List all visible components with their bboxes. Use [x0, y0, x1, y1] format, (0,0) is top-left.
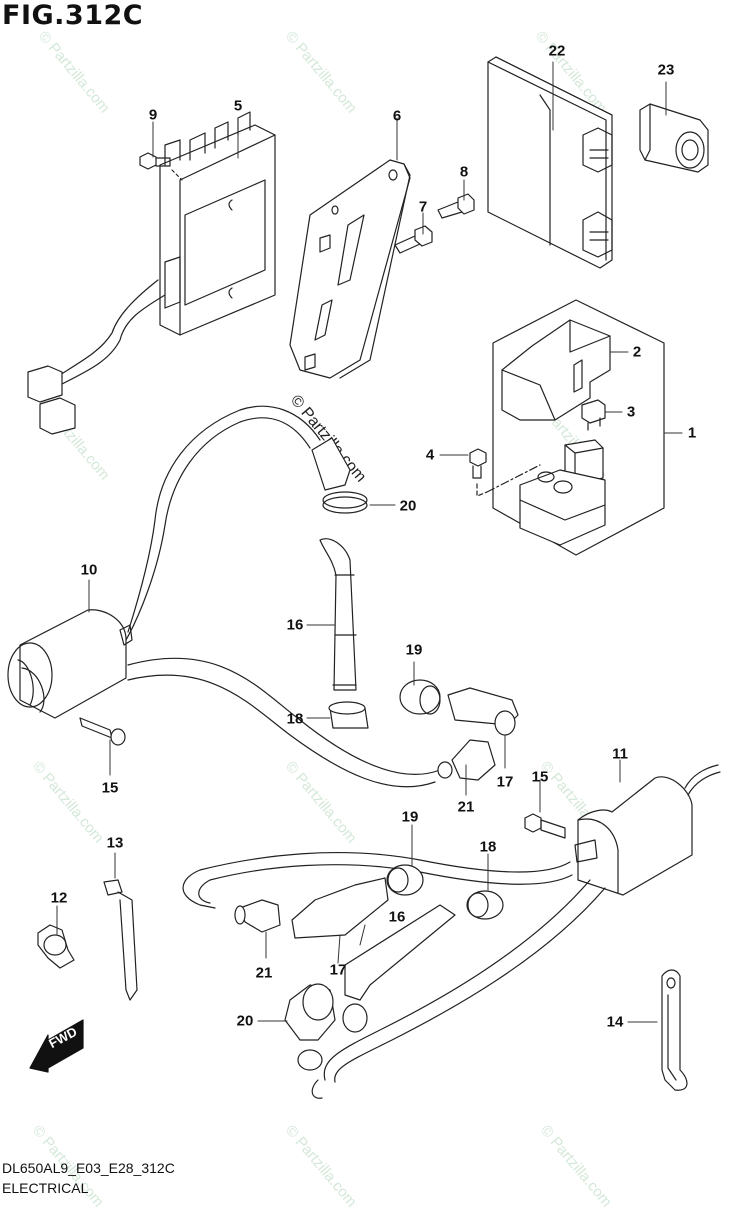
callout-15-right[interactable]: 15	[531, 768, 549, 786]
section-name: ELECTRICAL	[2, 1180, 89, 1196]
high-tension-cord-2	[127, 657, 441, 775]
callout-19-bottom[interactable]: 19	[401, 808, 419, 826]
cable-tie-part-13[interactable]	[103, 879, 138, 1001]
high-tension-cord-4	[323, 879, 591, 1081]
callout-23[interactable]: 23	[657, 61, 675, 79]
callout-21-top[interactable]: 21	[457, 798, 475, 816]
seal-part-18-top[interactable]	[328, 701, 369, 729]
relay-assembly-frame-part-1[interactable]	[492, 299, 665, 556]
callout-16-top[interactable]: 16	[286, 616, 304, 634]
callout-17-bottom[interactable]: 17	[329, 961, 347, 979]
seal-part-18-bottom[interactable]	[466, 890, 504, 920]
ignition-coil-part-11[interactable]	[574, 764, 721, 896]
figure-title: FIG.312C	[2, 0, 144, 31]
plug-cap-part-16-bottom[interactable]	[342, 904, 456, 1033]
callout-13[interactable]: 13	[106, 834, 124, 852]
ecm-unit-part-22[interactable]	[487, 56, 613, 269]
callout-6[interactable]: 6	[392, 107, 402, 125]
boot-part-17-top[interactable]	[447, 687, 519, 736]
ignition-coil-part-10[interactable]	[7, 609, 133, 719]
callout-2[interactable]: 2	[632, 343, 642, 361]
plug-cap-part-20-top[interactable]	[311, 437, 368, 514]
bolt-part-15-right[interactable]	[524, 813, 566, 839]
seal-part-19-bottom[interactable]	[386, 864, 424, 896]
high-tension-cord-1	[127, 405, 321, 633]
boot-part-17-bottom[interactable]	[291, 877, 389, 939]
callout-20-bottom[interactable]: 20	[236, 1012, 254, 1030]
callout-16-bottom[interactable]: 16	[388, 908, 406, 926]
callout-10[interactable]: 10	[80, 561, 98, 579]
callout-20-top[interactable]: 20	[399, 497, 417, 515]
callout-11[interactable]: 11	[612, 745, 628, 763]
callout-17-top[interactable]: 17	[496, 773, 514, 791]
callout-22[interactable]: 22	[548, 42, 566, 60]
callout-18-bottom[interactable]: 18	[479, 838, 497, 856]
bolt-part-15-top[interactable]	[79, 717, 126, 746]
callout-8[interactable]: 8	[459, 163, 469, 181]
leader-lines	[56, 61, 683, 1023]
grommet-part-21-bottom[interactable]	[234, 899, 281, 933]
callout-19-top[interactable]: 19	[405, 641, 423, 659]
callout-3[interactable]: 3	[626, 403, 636, 421]
fuse-part-3[interactable]	[581, 399, 606, 431]
callout-9[interactable]: 9	[148, 106, 158, 124]
connector-part-23[interactable]	[639, 103, 709, 173]
diagram-code: DL650AL9_E03_E28_312C	[2, 1160, 175, 1176]
bracket-part-6[interactable]	[289, 159, 411, 379]
bolt-part-8[interactable]	[437, 193, 475, 219]
regulator-rectifier-part-5[interactable]	[159, 111, 276, 336]
callout-21-bottom[interactable]: 21	[255, 964, 273, 982]
relay-cover-part-2[interactable]	[501, 319, 611, 421]
callout-1[interactable]: 1	[687, 424, 697, 442]
grommet-part-21-top[interactable]	[437, 739, 496, 781]
fwd-arrow-icon	[29, 1019, 84, 1073]
bolt-part-4[interactable]	[469, 448, 541, 497]
seal-part-19-top[interactable]	[399, 679, 441, 715]
callout-5[interactable]: 5	[233, 97, 243, 115]
regulator-harness	[27, 279, 166, 435]
high-tension-cord-3	[182, 851, 571, 909]
strap-part-14[interactable]	[661, 969, 688, 1091]
plug-cap-part-16-top[interactable]	[319, 538, 357, 691]
callout-18-top[interactable]: 18	[286, 710, 304, 728]
clamp-part-12[interactable]	[37, 924, 75, 969]
callout-14[interactable]: 14	[606, 1013, 624, 1031]
starter-relay-base	[519, 439, 606, 546]
callout-12[interactable]: 12	[50, 889, 68, 907]
callout-7[interactable]: 7	[418, 198, 428, 216]
plug-cap-part-20-bottom[interactable]	[284, 983, 336, 1071]
screw-part-9[interactable]	[139, 152, 183, 181]
callout-4[interactable]: 4	[425, 446, 435, 464]
callout-15-left[interactable]: 15	[101, 779, 119, 797]
bolt-part-7[interactable]	[394, 225, 433, 254]
